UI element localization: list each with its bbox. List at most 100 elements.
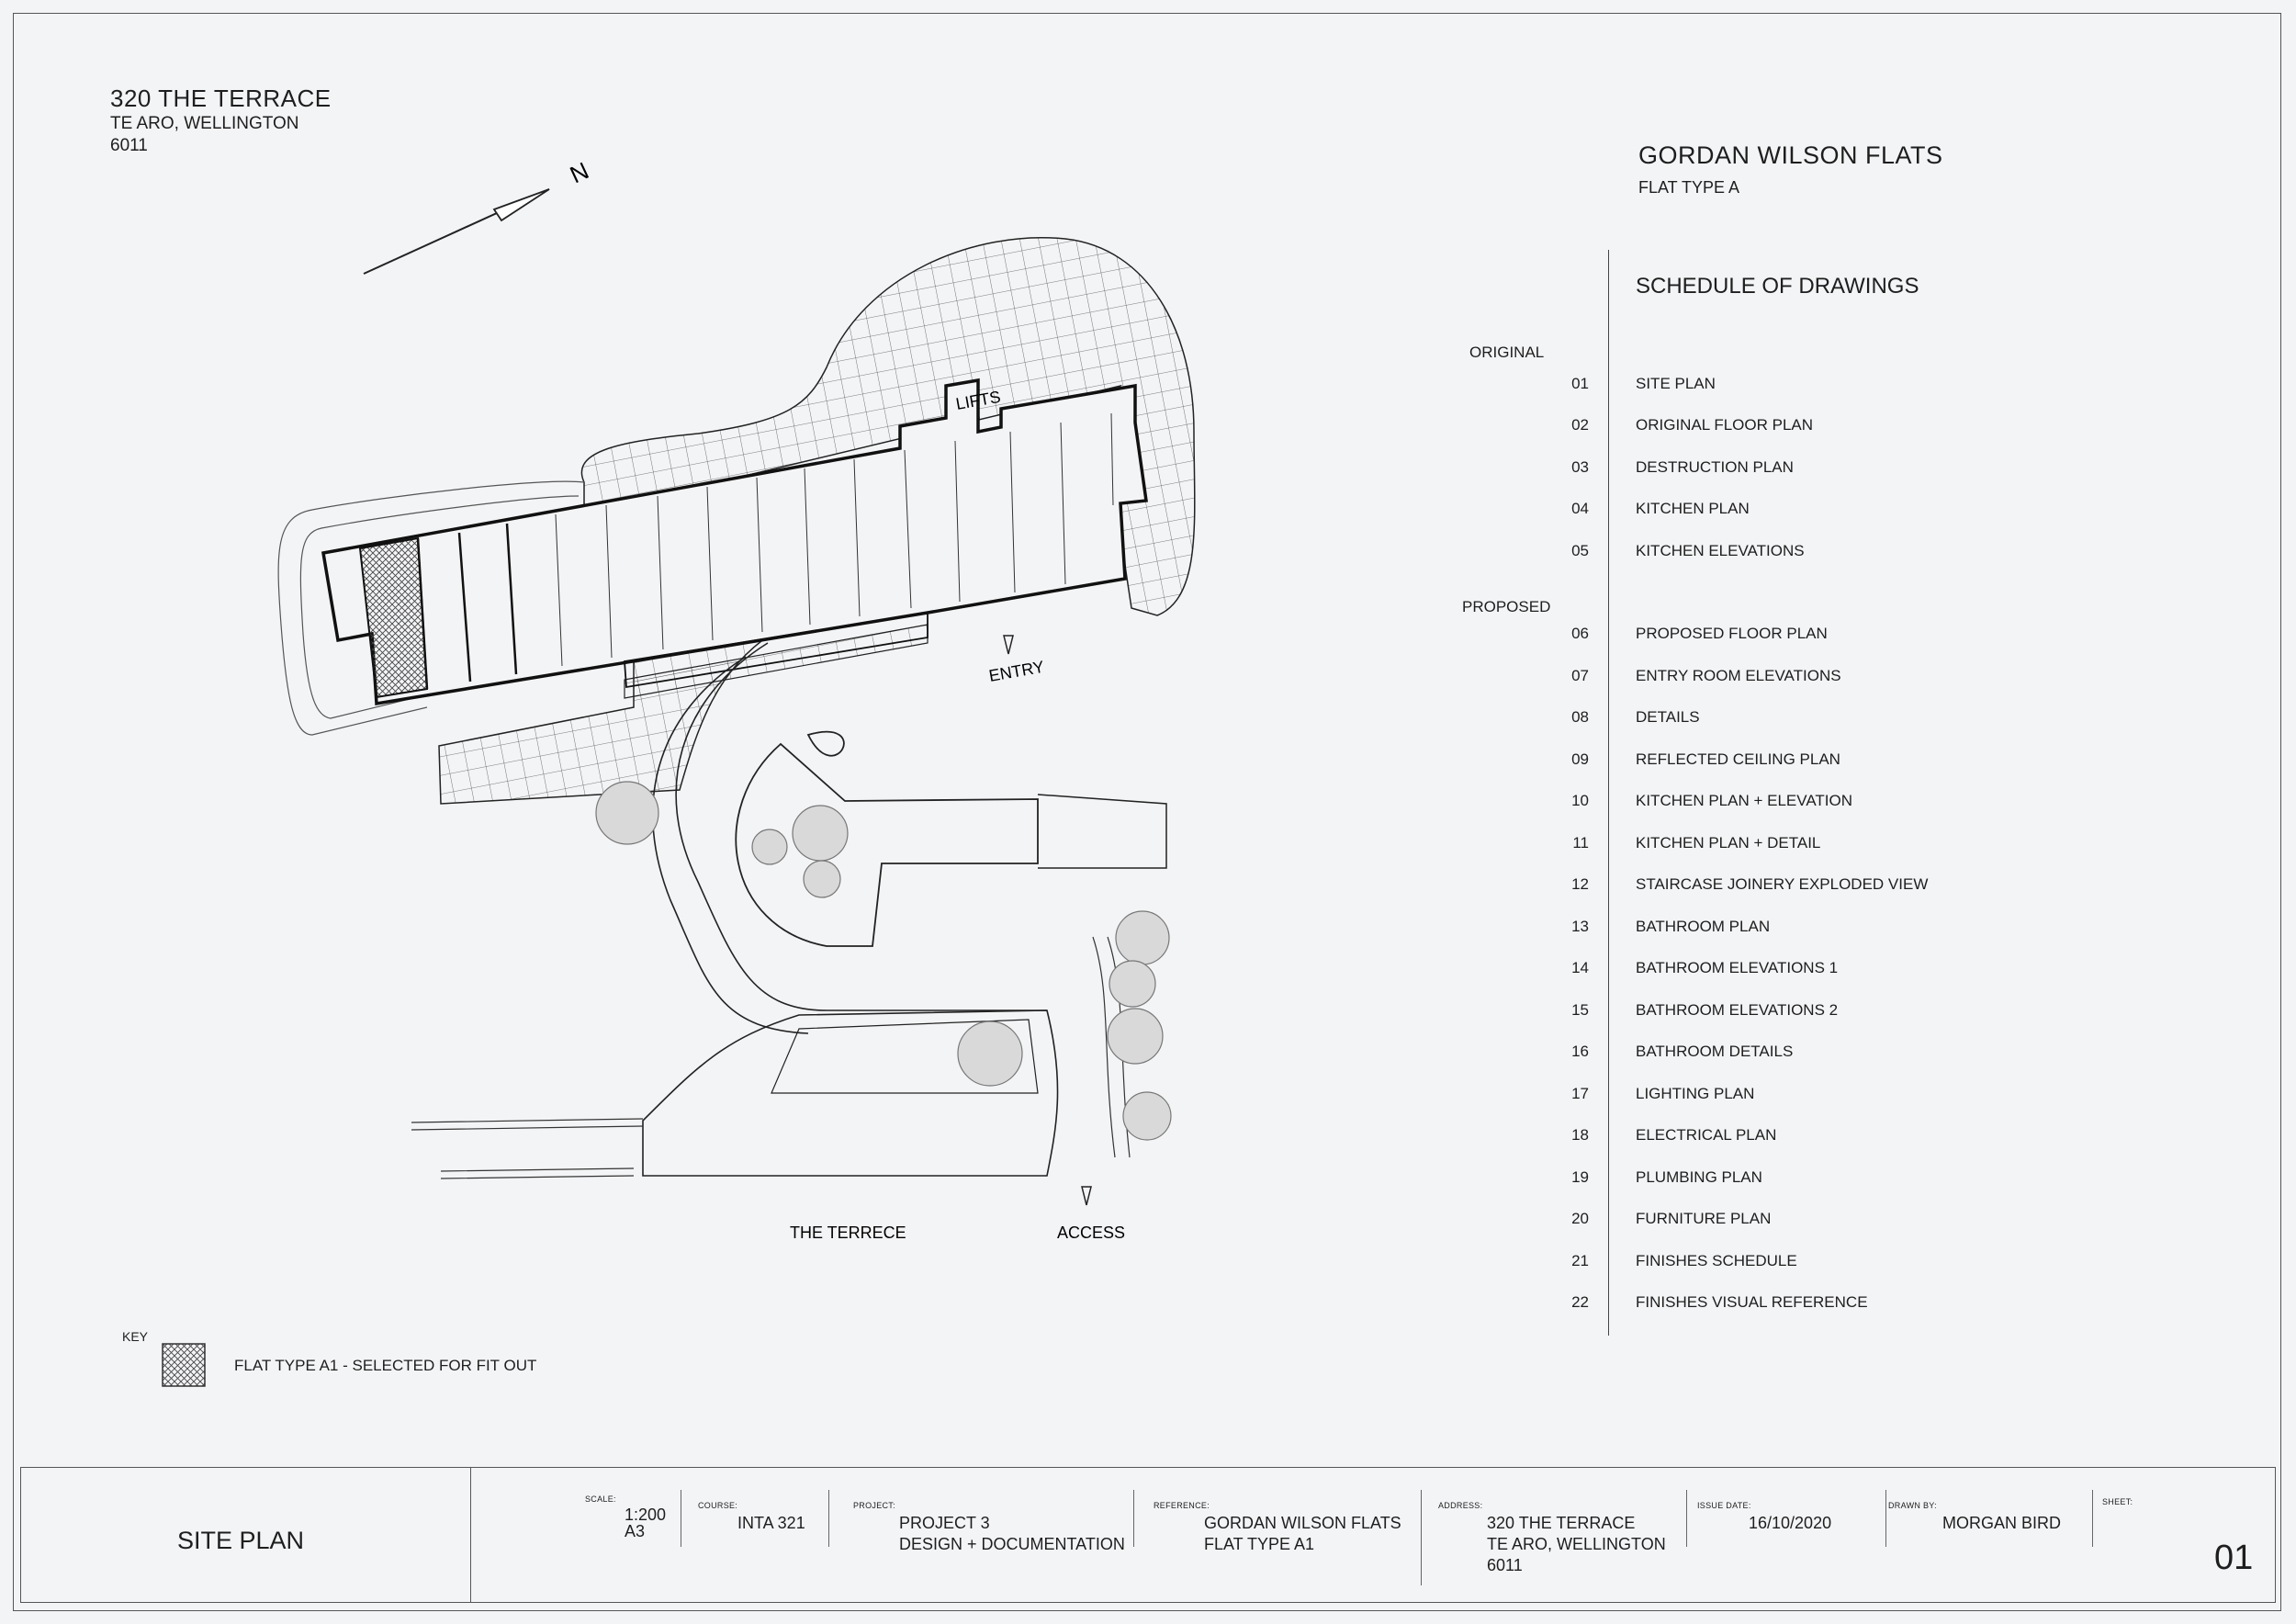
- apartment-building: LIFTS: [321, 378, 1148, 706]
- drawing-name: REFLECTED CEILING PLAN: [1636, 750, 1840, 768]
- title-block-col-divider: [1421, 1490, 1422, 1585]
- curved-path-inner: [651, 656, 809, 1034]
- sheet-border: [13, 13, 2281, 1611]
- reference-value-line1: GORDAN WILSON FLATS: [1204, 1514, 1401, 1532]
- drawing-name: STAIRCASE JOINERY EXPLODED VIEW: [1636, 875, 1929, 893]
- north-arrow: N: [363, 156, 593, 275]
- course-value: INTA 321: [737, 1514, 805, 1532]
- driveway-outline-inner: [299, 495, 580, 719]
- drawing-name: LIGHTING PLAN: [1636, 1085, 1755, 1102]
- drawing-name: DETAILS: [1636, 708, 1700, 726]
- title-block: [20, 1467, 2276, 1603]
- drawing-name: KITCHEN ELEVATIONS: [1636, 542, 1805, 559]
- drawing-name: FURNITURE PLAN: [1636, 1210, 1772, 1227]
- drawing-number: 07: [1571, 667, 1589, 684]
- drawing-name: KITCHEN PLAN: [1636, 500, 1750, 517]
- key-item-label: FLAT TYPE A1 - SELECTED FOR FIT OUT: [234, 1357, 537, 1374]
- access-arrow: [1081, 1186, 1092, 1206]
- reference-label: REFERENCE:: [1154, 1501, 1210, 1510]
- drawing-number: 12: [1571, 875, 1589, 893]
- terrace-grid-area: [580, 237, 1196, 616]
- drawing-number: 19: [1571, 1168, 1589, 1186]
- drawing-number: 04: [1571, 500, 1589, 517]
- drawing-name: ENTRY ROOM ELEVATIONS: [1636, 667, 1841, 684]
- project-subtitle: FLAT TYPE A: [1638, 178, 1740, 197]
- drawing-number: 18: [1571, 1126, 1589, 1144]
- drawing-name: DESTRUCTION PLAN: [1636, 458, 1794, 476]
- scale-value-line1: 1:200: [625, 1506, 667, 1524]
- address-value-line1: 320 THE TERRACE: [1487, 1514, 1636, 1532]
- title-block-divider: [470, 1467, 471, 1603]
- issue-date-value: 16/10/2020: [1749, 1514, 1832, 1532]
- driveway-outline-outer: [277, 480, 585, 736]
- east-platform: [1037, 794, 1167, 869]
- curved-garden-bed: [735, 730, 1039, 947]
- drawing-number: 02: [1571, 416, 1589, 434]
- issue-date-label: ISSUE DATE:: [1697, 1501, 1751, 1510]
- drawing-name: BATHROOM DETAILS: [1636, 1043, 1794, 1060]
- street-edge-lines: [411, 1118, 644, 1179]
- project-value-line1: PROJECT 3: [899, 1514, 990, 1532]
- title-block-col-divider: [828, 1490, 829, 1547]
- address-value-line2: TE ARO, WELLINGTON: [1487, 1535, 1666, 1553]
- drawing-number: 13: [1571, 918, 1589, 935]
- entry-paving-grid: [624, 624, 929, 699]
- drawing-number: 10: [1571, 792, 1589, 809]
- title-block-col-divider: [2092, 1490, 2093, 1547]
- drawn-by-value: MORGAN BIRD: [1942, 1514, 2062, 1532]
- drawing-name: FINISHES VISUAL REFERENCE: [1636, 1293, 1868, 1311]
- drawing-name: KITCHEN PLAN + ELEVATION: [1636, 792, 1853, 809]
- sheet-number: 01: [2214, 1539, 2254, 1577]
- street-label: THE TERRECE: [790, 1224, 906, 1242]
- drawn-by-label: DRAWN BY:: [1888, 1501, 1937, 1510]
- title-block-col-divider: [1885, 1490, 1886, 1547]
- entry-label: ENTRY: [987, 658, 1045, 685]
- project-value-line2: DESIGN + DOCUMENTATION: [899, 1535, 1125, 1553]
- drawing-number: 14: [1571, 959, 1589, 976]
- drawing-name: BATHROOM PLAN: [1636, 918, 1771, 935]
- sheet-label: SHEET:: [2102, 1497, 2133, 1506]
- drawing-number: 05: [1571, 542, 1589, 559]
- drawing-number: 08: [1571, 708, 1589, 726]
- curved-path-outer: [675, 642, 1047, 1011]
- drawing-name: SITE PLAN: [1636, 375, 1716, 392]
- site-plan-drawing: N LIFTS ENTRY: [277, 156, 1196, 1242]
- key-hatch-swatch: [162, 1343, 206, 1387]
- drawing-name: BATHROOM ELEVATIONS 2: [1636, 1001, 1839, 1019]
- schedule-group-original: ORIGINAL: [1469, 344, 1545, 361]
- key-title: KEY: [122, 1329, 149, 1344]
- site-address-line2: 6011: [110, 136, 148, 155]
- scale-value-line2: A3: [625, 1522, 646, 1540]
- drawing-number: 09: [1571, 750, 1589, 768]
- schedule-group-proposed: PROPOSED: [1462, 598, 1551, 615]
- drawing-number: 11: [1572, 834, 1589, 851]
- drawing-number: 16: [1571, 1043, 1589, 1060]
- drawing-number: 03: [1571, 458, 1589, 476]
- drawing-number: 01: [1571, 375, 1589, 392]
- schedule-title: SCHEDULE OF DRAWINGS: [1636, 274, 1919, 299]
- course-label: COURSE:: [698, 1501, 738, 1510]
- scale-label: SCALE:: [585, 1494, 616, 1504]
- title-block-col-divider: [1686, 1490, 1687, 1547]
- site-address-line1: TE ARO, WELLINGTON: [110, 114, 299, 133]
- project-label: PROJECT:: [853, 1501, 895, 1510]
- drawing-number: 17: [1571, 1085, 1589, 1102]
- drawing-number: 15: [1571, 1001, 1589, 1019]
- access-label: ACCESS: [1057, 1224, 1125, 1242]
- address-label: ADDRESS:: [1438, 1501, 1483, 1510]
- drawing-number: 21: [1571, 1252, 1589, 1269]
- drawing-name: ELECTRICAL PLAN: [1636, 1126, 1777, 1144]
- drawing-name: BATHROOM ELEVATIONS 1: [1636, 959, 1839, 976]
- drawing-name: PLUMBING PLAN: [1636, 1168, 1762, 1186]
- schedule-divider: [1608, 250, 1609, 1336]
- drawing-name: KITCHEN PLAN + DETAIL: [1636, 834, 1821, 851]
- trees: [595, 781, 1172, 1141]
- drawing-number: 22: [1571, 1293, 1589, 1311]
- site-address-title: 320 THE TERRACE: [110, 85, 332, 112]
- project-title: GORDAN WILSON FLATS: [1638, 141, 1943, 169]
- address-value-line3: 6011: [1487, 1556, 1523, 1574]
- drawing-name: ORIGINAL FLOOR PLAN: [1636, 416, 1814, 434]
- entry-arrow: [1003, 635, 1014, 655]
- drawing-number: 20: [1571, 1210, 1589, 1227]
- drawing-number: 06: [1571, 625, 1589, 642]
